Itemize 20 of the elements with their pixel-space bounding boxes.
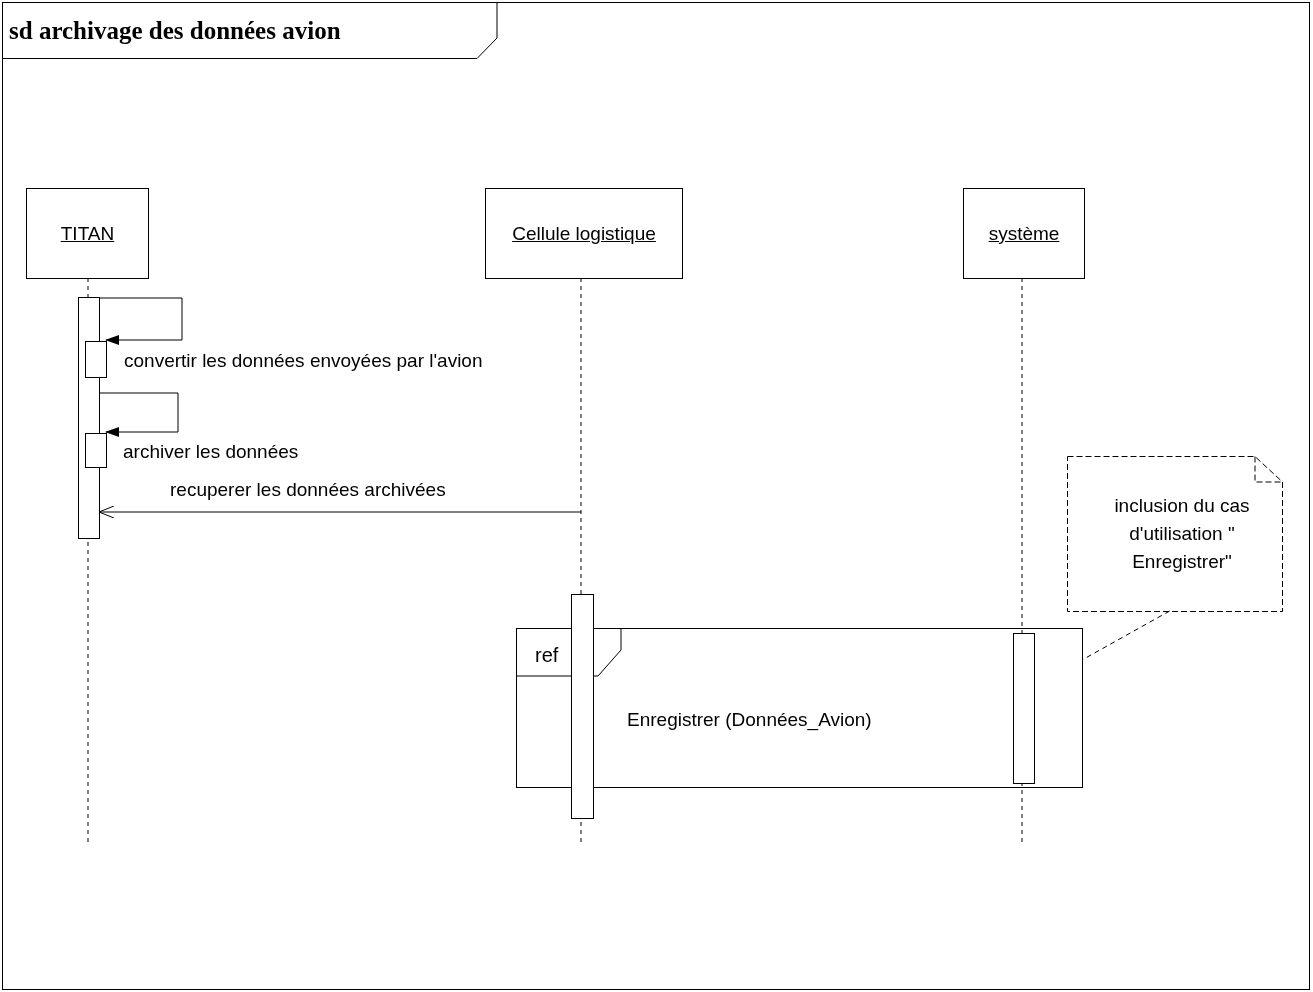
note-box: [1067, 456, 1283, 612]
note-text: inclusion du cas d'utilisation " Enregistrer": [1113, 494, 1251, 574]
note-connector: [1081, 610, 1171, 661]
lifeline-head-box: [26, 188, 149, 279]
interaction-use-box: [516, 628, 1083, 788]
activation-bar: [571, 594, 594, 819]
activation-bar: [85, 433, 107, 468]
lifeline-head-box: [963, 188, 1085, 279]
lifeline-name: Cellule logistique: [512, 222, 656, 245]
lifeline-name: TITAN: [60, 222, 115, 245]
message-arrow: [98, 505, 582, 519]
ref-keyword: ref: [535, 644, 559, 667]
activation-bar: [1013, 633, 1035, 784]
message-arrow: [98, 392, 179, 437]
message-arrow: [98, 297, 183, 345]
activation-bar: [85, 341, 107, 378]
lifeline-name: système: [988, 222, 1060, 245]
interaction-reference: Enregistrer (Données_Avion): [627, 709, 872, 731]
lifeline-head-box: [485, 188, 683, 279]
frame-title: sd archivage des données avion: [9, 17, 341, 45]
